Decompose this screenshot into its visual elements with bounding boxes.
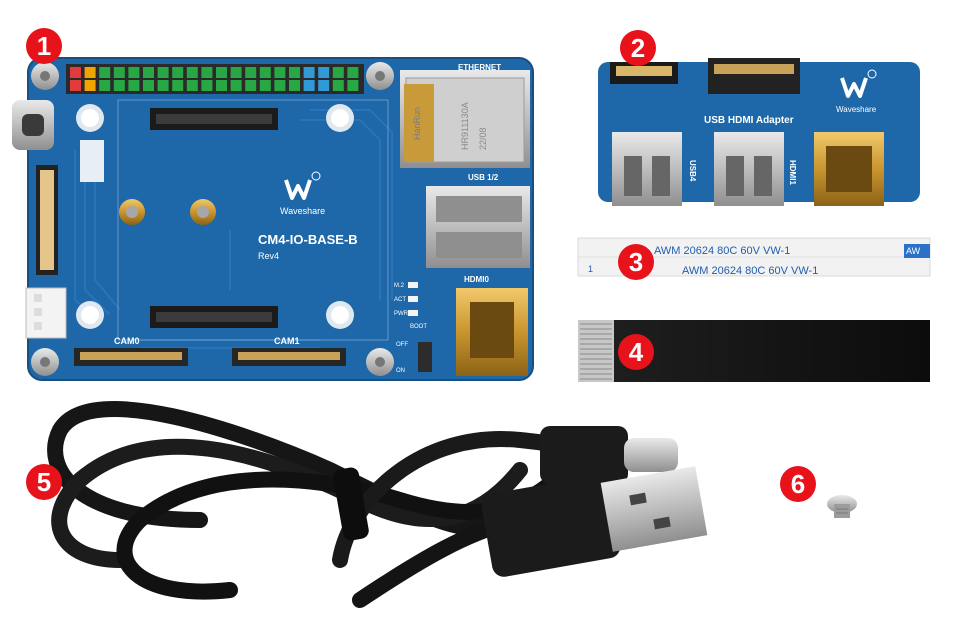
gpio-pin [303, 80, 315, 91]
cm4-io-base-board: Waveshare CM4-IO-BASE-B Rev4 CAM0 CAM1 E… [12, 57, 534, 381]
gpio-pin [128, 67, 140, 78]
act-label: ACT [394, 297, 406, 303]
gpio-pin [318, 80, 330, 91]
gpio-pin [84, 67, 96, 78]
gpio-pin [99, 80, 111, 91]
callout-badge-4: 4 [618, 334, 654, 370]
gpio-pin [186, 67, 198, 78]
gpio-pin [303, 67, 315, 78]
adapter-title: USB HDMI Adapter [704, 115, 794, 126]
gpio-pin [245, 80, 257, 91]
usb4-label: USB4 [688, 160, 697, 182]
callout-badge-3: 3 [618, 244, 654, 280]
gpio-pin [259, 80, 271, 91]
gpio-pin [113, 80, 125, 91]
gpio-pin [230, 67, 242, 78]
hdmi0-label: HDMI0 [464, 275, 489, 284]
ethernet-label: ETHERNET [458, 63, 501, 72]
boot-switch [418, 342, 432, 372]
base-brand: Waveshare [280, 206, 325, 216]
usb-type-a-icon [714, 132, 784, 206]
gpio-pin [347, 80, 359, 91]
off-label: OFF [396, 342, 408, 348]
label-sticker [80, 140, 104, 182]
hanrun-code: 22/08 [478, 127, 488, 150]
ethernet-port: ETHERNET HanRun HR911130A 22/08 [400, 63, 530, 168]
fpc-left-mark: 1 [588, 264, 593, 274]
gpio-pin [259, 67, 271, 78]
gpio-pin [172, 80, 184, 91]
base-revision: Rev4 [258, 251, 279, 261]
callout-badge-2: 2 [620, 30, 656, 66]
cam1-label: CAM1 [274, 336, 300, 346]
usb-hdmi-adapter-board: USB HDMI Adapter Waveshare USB3 USB4 HDM… [586, 58, 920, 206]
callout-badge-6: 6 [780, 466, 816, 502]
gpio-pin [99, 67, 111, 78]
gpio-pin [186, 80, 198, 91]
mounting-holes [31, 62, 394, 376]
gpio-pin [245, 67, 257, 78]
usb-type-a-icon [481, 466, 708, 577]
gpio-pin [70, 80, 81, 91]
hdmi-icon: HDMI0 [456, 275, 528, 376]
on-label: ON [396, 368, 405, 374]
gpio-pin [143, 67, 154, 78]
gpio-pin [157, 67, 169, 78]
gpio-header [66, 64, 364, 94]
usb-type-a-icon [612, 132, 682, 206]
gpio-pin [113, 67, 125, 78]
fpc-print-top: AWM 20624 80C 60V VW-1 [654, 245, 790, 257]
usb-c-icon [540, 426, 678, 484]
fan-connector [25, 287, 67, 339]
usb-cable [47, 401, 708, 608]
gpio-pin [70, 67, 81, 78]
fpc-print-bottom: AWM 20624 80C 60V VW-1 [682, 265, 818, 277]
hdmi-icon [814, 132, 884, 206]
gpio-pin [172, 67, 184, 78]
usb12-label: USB 1/2 [468, 173, 499, 182]
usb-c-icon [12, 100, 54, 150]
gpio-pin [332, 80, 344, 91]
hanrun-brand: HanRun [412, 107, 422, 140]
gpio-pin [157, 80, 169, 91]
usb-type-a-icon: USB 1/2 [426, 173, 530, 268]
fpc-right-mark: AW [906, 246, 921, 256]
m2-label: M.2 [394, 283, 405, 289]
screw-icon [827, 495, 857, 518]
pwr-label: PWR [394, 311, 409, 317]
cam0-label: CAM0 [114, 336, 140, 346]
usb3-label: USB3 [586, 160, 595, 182]
waveshare-logo-icon [284, 171, 321, 200]
status-leds: M.2 ACT PWR BOOT [394, 282, 427, 330]
gpio-pin [274, 67, 286, 78]
gpio-pin [201, 67, 213, 78]
gpio-pin [216, 67, 227, 78]
gpio-pin [289, 80, 300, 91]
hanrun-part: HR911130A [460, 102, 470, 150]
gpio-pin [128, 80, 140, 91]
callout-badge-5: 5 [26, 464, 62, 500]
gpio-pin [318, 67, 330, 78]
gpio-pin [84, 80, 96, 91]
gpio-pin [201, 80, 213, 91]
gpio-pin [274, 80, 286, 91]
hdmi1-label: HDMI1 [788, 160, 797, 185]
gpio-pin [216, 80, 227, 91]
gpio-pin [332, 67, 344, 78]
boot-label: BOOT [410, 324, 427, 330]
waveshare-logo-icon [840, 69, 877, 98]
base-model: CM4-IO-BASE-B [258, 232, 358, 247]
callout-badge-1: 1 [26, 28, 62, 64]
gpio-pin [230, 80, 242, 91]
gpio-pin [143, 80, 154, 91]
gpio-pin [289, 67, 300, 78]
gpio-pin [347, 67, 359, 78]
adapter-brand: Waveshare [836, 105, 877, 114]
